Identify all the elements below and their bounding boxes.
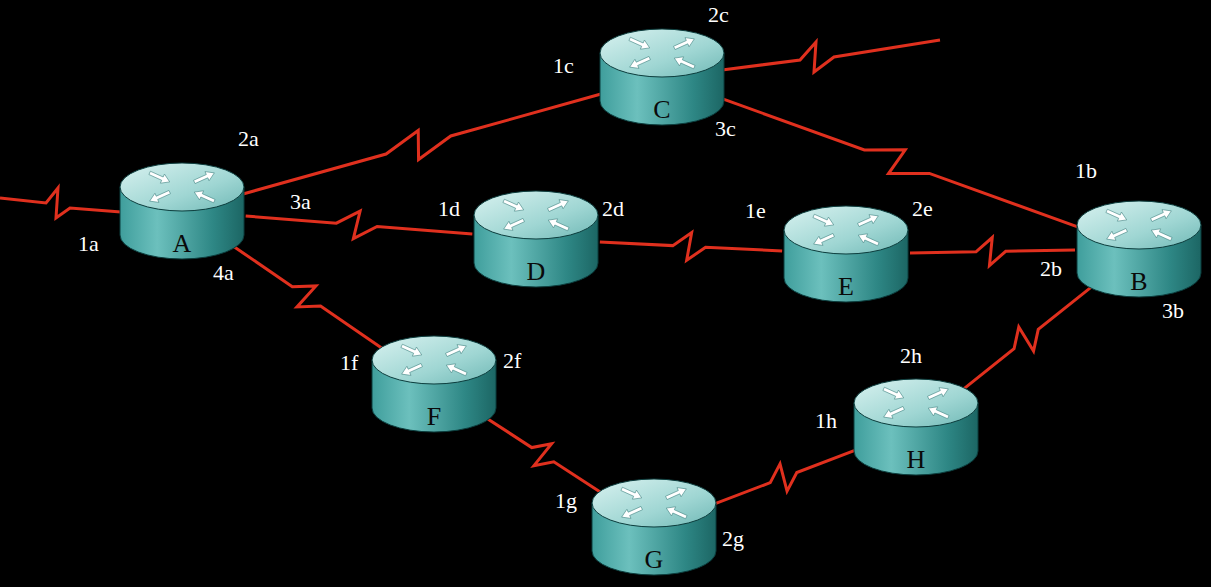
router-name: D (527, 259, 546, 285)
interface-label: 3c (715, 118, 736, 140)
router: B (1075, 200, 1203, 298)
label-anchor: 2g (722, 528, 744, 550)
label-anchor: 3a (290, 191, 311, 213)
label-anchor: 3b (1162, 300, 1184, 322)
serial-link (720, 98, 1081, 228)
serial-link-stub (722, 40, 940, 72)
interface-label: 2a (238, 128, 259, 150)
interface-label: 2h (900, 345, 922, 367)
label-anchor: 2a (238, 128, 259, 150)
interface-label: 2c (708, 4, 729, 26)
interface-label: 1b (1075, 160, 1097, 182)
router: C (598, 28, 726, 126)
serial-link (711, 449, 858, 505)
label-anchor: 2h (900, 345, 922, 367)
label-anchor: 1g (555, 490, 577, 512)
router-name: H (907, 447, 926, 473)
router-name: C (653, 97, 670, 123)
label-anchor: 1h (815, 410, 837, 432)
serial-link (600, 233, 782, 261)
router-name: A (173, 231, 192, 257)
interface-label: 1g (555, 490, 577, 512)
serial-link (483, 416, 605, 496)
router: E (782, 205, 910, 303)
interface-label: 1a (78, 233, 99, 255)
interface-label: 2f (503, 350, 521, 372)
router: G (590, 478, 718, 576)
router: F (370, 335, 498, 433)
router-name: E (838, 274, 854, 300)
router: D (472, 190, 600, 288)
label-anchor: 1b (1075, 160, 1097, 182)
interface-label: 1c (553, 55, 574, 77)
interface-label: 4a (213, 262, 234, 284)
interface-label: 3a (290, 191, 311, 213)
label-anchor: 1d (438, 198, 460, 220)
interface-label: 1d (438, 198, 460, 220)
label-anchor: 2d (602, 198, 624, 220)
interface-label: 1f (340, 352, 358, 374)
interface-label: 2e (912, 198, 933, 220)
label-anchor: 1a (78, 233, 99, 255)
label-anchor: 2c (708, 4, 729, 26)
interface-label: 1h (815, 410, 837, 432)
interface-label: 3b (1162, 300, 1184, 322)
router-name: F (427, 404, 441, 430)
interface-label: 2d (602, 198, 624, 220)
label-anchor: 1c (553, 55, 574, 77)
label-anchor: 1e (745, 200, 766, 222)
serial-link-stub (0, 188, 121, 218)
interface-label: 1e (745, 200, 766, 222)
serial-link (230, 244, 387, 352)
serial-link (242, 94, 602, 194)
label-anchor: 4a (213, 262, 234, 284)
serial-link (960, 284, 1094, 391)
label-anchor: 2e (912, 198, 933, 220)
label-anchor: 1f (340, 352, 358, 374)
label-anchor: 3c (715, 118, 736, 140)
router: A (118, 162, 246, 260)
router-name: B (1130, 269, 1147, 295)
interface-label: 2b (1040, 258, 1062, 280)
label-anchor: 2b (1040, 258, 1062, 280)
router: H (852, 378, 980, 476)
router-name: G (645, 547, 664, 573)
label-anchor: 2f (503, 350, 521, 372)
interface-label: 2g (722, 528, 744, 550)
